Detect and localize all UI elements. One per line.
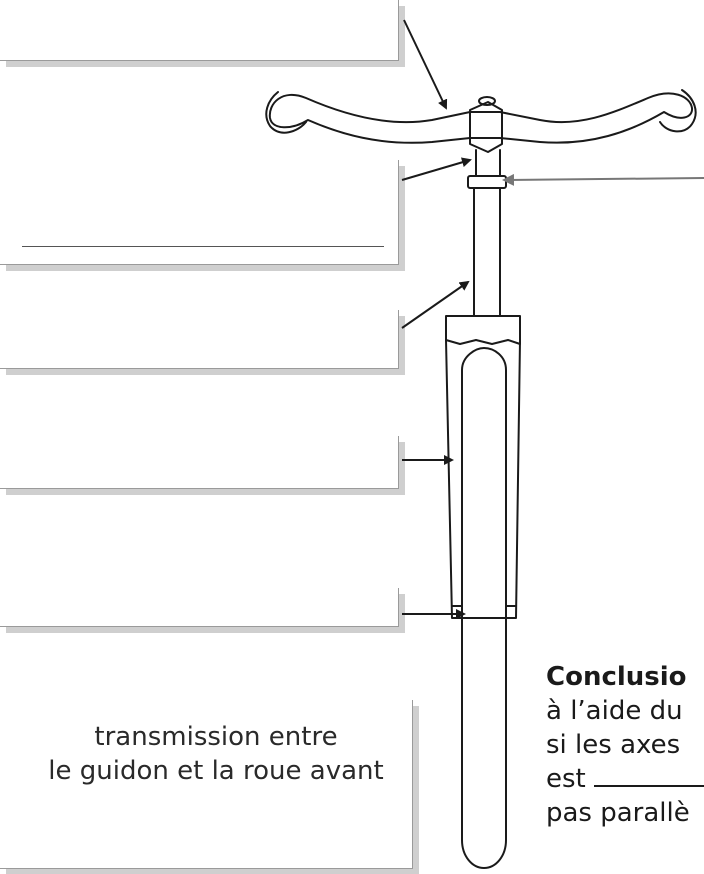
fork-dropout-right — [505, 605, 517, 621]
left-grip — [265, 91, 307, 134]
fork-leg-outer — [445, 339, 521, 619]
stem — [475, 149, 501, 177]
arrow-stem — [401, 157, 472, 181]
answer-line — [22, 246, 384, 247]
handlebar — [268, 92, 694, 144]
headset-ring — [467, 175, 507, 189]
transmission-caption: transmission entre le guidon et la roue … — [0, 720, 432, 788]
conclusion-block: Conclusio à l’aide du si les axes est pa… — [546, 660, 704, 830]
label-box-fork-end[interactable] — [0, 588, 399, 627]
stem-clamp — [469, 101, 503, 153]
conclusion-title: Conclusio — [546, 662, 687, 692]
conclusion-line-1: à l’aide du — [546, 696, 683, 726]
fork-crown — [445, 315, 521, 345]
caption-line-2: le guidon et la roue avant — [48, 756, 384, 786]
label-box-steerer-tube[interactable] — [0, 310, 399, 369]
stem-bolt — [478, 96, 496, 106]
steerer-tube — [473, 187, 501, 317]
label-box-stem[interactable] — [0, 160, 399, 265]
conclusion-word-est: est — [546, 764, 586, 794]
conclusion-line-3: est — [546, 762, 704, 796]
right-grip — [659, 89, 697, 133]
arrow-headset — [502, 173, 704, 186]
label-box-transmission[interactable] — [0, 700, 413, 869]
conclusion-line-2: si les axes — [546, 730, 681, 760]
conclusion-line-4: pas parallè — [546, 798, 690, 828]
label-box-fork-blade[interactable] — [0, 436, 399, 489]
arrow-steerer — [401, 280, 470, 329]
arrow-handlebar — [403, 19, 448, 110]
caption-line-1: transmission entre — [94, 722, 338, 752]
conclusion-blank[interactable] — [594, 765, 704, 787]
front-wheel — [461, 347, 507, 869]
label-box-handlebar[interactable] — [0, 0, 399, 61]
